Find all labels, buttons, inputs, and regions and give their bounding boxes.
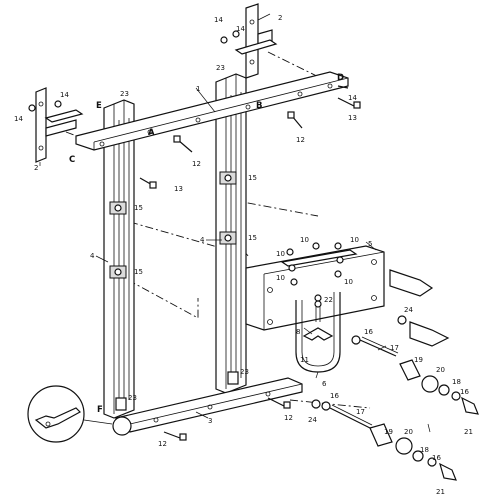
callout-letter-f: F <box>97 405 103 415</box>
mounting-plate <box>245 245 385 331</box>
callout-part-19: 19 <box>384 428 393 436</box>
callout-labels: A B C D E F 1 2 2 3 4 4 5 6 8 10 10 10 1… <box>14 14 473 496</box>
callout-part-17: 17 <box>390 344 399 352</box>
callout-part-14: 14 <box>214 16 223 24</box>
callout-part-16: 16 <box>460 388 469 396</box>
lower-axle-assembly <box>321 401 457 481</box>
callout-part-3: 3 <box>208 417 212 425</box>
column-clamps <box>109 171 237 279</box>
callout-part-12: 12 <box>158 440 167 448</box>
callout-part-10: 10 <box>276 274 285 282</box>
callout-part-1: 1 <box>196 85 200 93</box>
callout-part-8: 8 <box>296 328 300 336</box>
callout-part-12: 12 <box>284 414 293 422</box>
callout-part-21: 21 <box>464 428 473 436</box>
callout-part-6: 6 <box>322 380 327 388</box>
callout-part-2: 2 <box>278 14 282 22</box>
callout-part-13: 13 <box>348 114 357 122</box>
callout-part-17: 17 <box>356 408 365 416</box>
upper-axle-assembly <box>351 269 479 415</box>
callout-part-23: 23 <box>216 64 225 72</box>
callout-part-2: 2 <box>34 164 38 172</box>
callout-part-23: 23 <box>128 394 137 402</box>
callout-part-15: 15 <box>248 234 257 242</box>
callout-part-16: 16 <box>432 454 441 462</box>
bolts <box>28 30 361 441</box>
callout-part-10: 10 <box>350 236 359 244</box>
callout-part-14: 14 <box>348 94 357 102</box>
callout-letter-b: B <box>256 101 262 111</box>
callout-part-10: 10 <box>276 250 285 258</box>
callout-part-12: 12 <box>296 136 305 144</box>
callout-part-14: 14 <box>60 91 69 99</box>
callout-part-15: 15 <box>134 268 143 276</box>
leader-lines <box>39 13 431 433</box>
callout-part-21: 21 <box>436 488 445 496</box>
left-upright-column <box>103 99 135 419</box>
detail-inset <box>27 385 113 443</box>
callout-part-10: 10 <box>344 278 353 286</box>
wing-nut <box>302 327 334 341</box>
callout-part-16: 16 <box>364 328 373 336</box>
callout-part-15: 15 <box>134 204 143 212</box>
corner-brackets <box>115 371 239 411</box>
nuts-and-washers <box>286 242 407 409</box>
callout-letter-c: C <box>69 155 75 165</box>
callout-part-16: 16 <box>330 392 339 400</box>
callout-part-4: 4 <box>200 236 205 244</box>
bottom-crossbeam <box>112 377 303 436</box>
callout-part-22: 22 <box>324 296 333 304</box>
wall-bracket-right <box>234 3 278 79</box>
guide-line <box>289 399 371 409</box>
callout-part-14: 14 <box>14 115 23 123</box>
guide-line <box>127 279 199 319</box>
top-crossbeam <box>75 71 349 151</box>
guide-line <box>267 51 336 86</box>
callout-letter-a: A <box>148 128 155 138</box>
callout-letter-d: D <box>337 73 344 83</box>
callout-part-18: 18 <box>452 378 461 386</box>
callout-part-12: 12 <box>192 160 201 168</box>
callout-part-13: 13 <box>174 185 183 193</box>
callout-part-24: 24 <box>308 416 317 424</box>
callout-letter-e: E <box>96 101 102 111</box>
callout-part-24: 24 <box>404 306 413 314</box>
callout-part-4: 4 <box>90 252 95 260</box>
callout-part-11: 11 <box>300 356 309 364</box>
callout-part-20: 20 <box>436 366 445 374</box>
callout-part-5: 5 <box>368 240 372 248</box>
callout-part-19: 19 <box>414 356 423 364</box>
callout-part-23: 23 <box>240 368 249 376</box>
callout-part-10: 10 <box>300 236 309 244</box>
wall-bracket-left <box>35 87 84 163</box>
callout-part-23: 23 <box>120 90 129 98</box>
guide-line <box>129 221 229 251</box>
callout-part-14: 14 <box>236 25 245 33</box>
callout-part-15: 15 <box>248 174 257 182</box>
guide-line <box>231 199 319 217</box>
callout-part-18: 18 <box>420 446 429 454</box>
callout-part-20: 20 <box>404 428 413 436</box>
